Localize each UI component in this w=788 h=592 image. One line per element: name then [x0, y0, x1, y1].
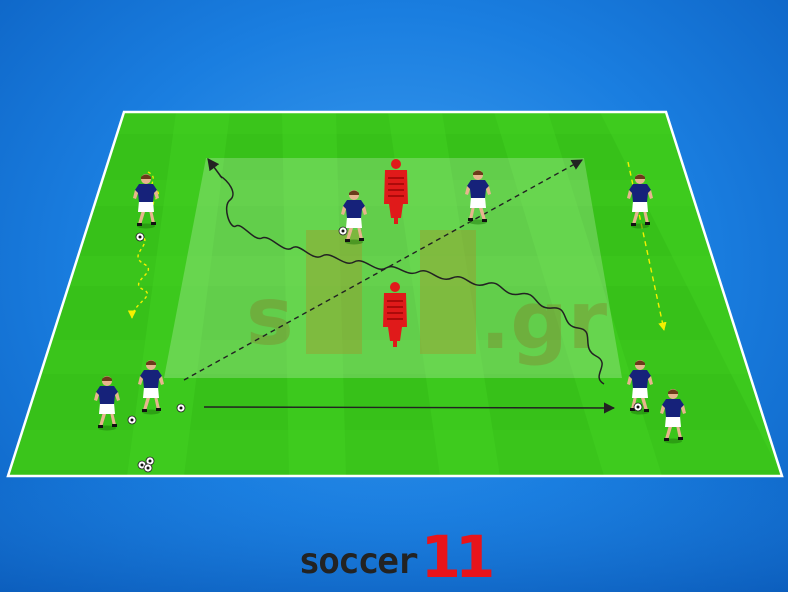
ball-icon	[338, 226, 348, 236]
footer-band	[0, 480, 788, 592]
player-icon	[133, 174, 159, 229]
mannequin-icon	[383, 282, 407, 347]
watermark-block-right	[420, 230, 476, 354]
watermark-block-left	[306, 230, 362, 354]
player-icon	[627, 174, 653, 229]
soccer11-logo: soccer 11	[0, 522, 788, 586]
logo-word: soccer	[298, 541, 419, 582]
mannequin-icon	[384, 159, 408, 224]
watermark: s .gr	[246, 230, 608, 367]
player-icon	[465, 170, 491, 225]
player-icon	[660, 389, 686, 444]
pass-arrow-diagonal	[183, 159, 583, 381]
player-icon	[341, 190, 367, 245]
ball-icon	[127, 415, 137, 425]
ball-icon	[176, 403, 186, 413]
run-arrow-left-top	[147, 171, 160, 207]
run-arrow-left-wavy	[127, 233, 150, 319]
ball-icon	[135, 232, 145, 242]
logo-number: 11	[420, 523, 496, 591]
ball-icon	[633, 402, 643, 412]
dribble-arrow	[207, 158, 605, 385]
player-icon	[138, 360, 164, 415]
inner-zone	[164, 158, 622, 378]
ball-icon	[143, 463, 153, 473]
player-icon	[94, 376, 120, 431]
watermark-gr: .gr	[480, 274, 608, 367]
pass-arrow-bottom	[203, 402, 616, 414]
player-icon	[627, 360, 653, 415]
watermark-letter-s: s	[246, 270, 294, 363]
pitch-boundary	[6, 110, 784, 478]
